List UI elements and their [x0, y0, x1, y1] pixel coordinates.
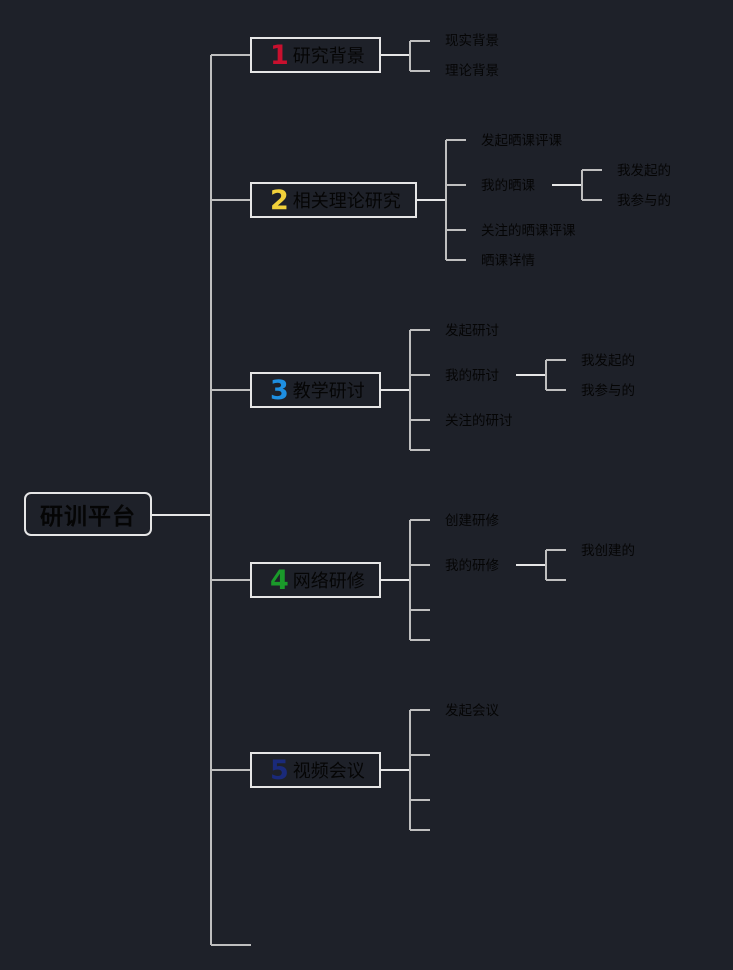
number-2-badge: 2	[270, 184, 289, 216]
branch-5-label: 视频会议	[292, 761, 365, 782]
leaf-node[interactable]: 发起会议	[445, 703, 499, 719]
branch-node-1[interactable]: 1 研究背景	[250, 37, 381, 73]
sub-leaf-node[interactable]: 我发起的	[617, 163, 671, 179]
leaf-node[interactable]: 发起晒课评课	[481, 133, 562, 149]
branch-node-3[interactable]: 3 教学研讨	[250, 372, 381, 408]
number-3-badge: 3	[270, 374, 289, 406]
leaf-node[interactable]: 关注的研讨	[445, 413, 513, 429]
branch-2-label: 相关理论研究	[292, 191, 401, 212]
leaf-node[interactable]: 创建研修	[445, 513, 499, 529]
leaf-node[interactable]: 晒课详情	[481, 253, 535, 269]
number-4-badge: 4	[270, 564, 289, 596]
leaf-node[interactable]: 我的研讨	[445, 368, 499, 384]
root-node[interactable]: 研训平台	[24, 492, 152, 536]
sub-leaf-node[interactable]: 我发起的	[581, 353, 635, 369]
leaf-node[interactable]: 我的研修	[445, 558, 499, 574]
sub-leaf-node[interactable]: 我参与的	[617, 193, 671, 209]
sub-leaf-node[interactable]: 我创建的	[581, 543, 635, 559]
sub-leaf-node[interactable]: 我参与的	[581, 383, 635, 399]
branch-node-4[interactable]: 4 网络研修	[250, 562, 381, 598]
number-5-badge: 5	[270, 754, 289, 786]
leaf-node[interactable]: 理论背景	[445, 63, 499, 79]
leaf-node[interactable]: 发起研讨	[445, 323, 499, 339]
leaf-node[interactable]: 关注的晒课评课	[481, 223, 576, 239]
branch-4-label: 网络研修	[292, 571, 365, 592]
leaf-node[interactable]: 我的晒课	[481, 178, 535, 194]
branch-3-label: 教学研讨	[292, 381, 365, 402]
branch-1-label: 研究背景	[292, 46, 365, 67]
number-1-badge: 1	[270, 39, 289, 71]
leaf-node[interactable]: 现实背景	[445, 33, 499, 49]
branch-node-2[interactable]: 2 相关理论研究	[250, 182, 417, 218]
branch-node-5[interactable]: 5 视频会议	[250, 752, 381, 788]
